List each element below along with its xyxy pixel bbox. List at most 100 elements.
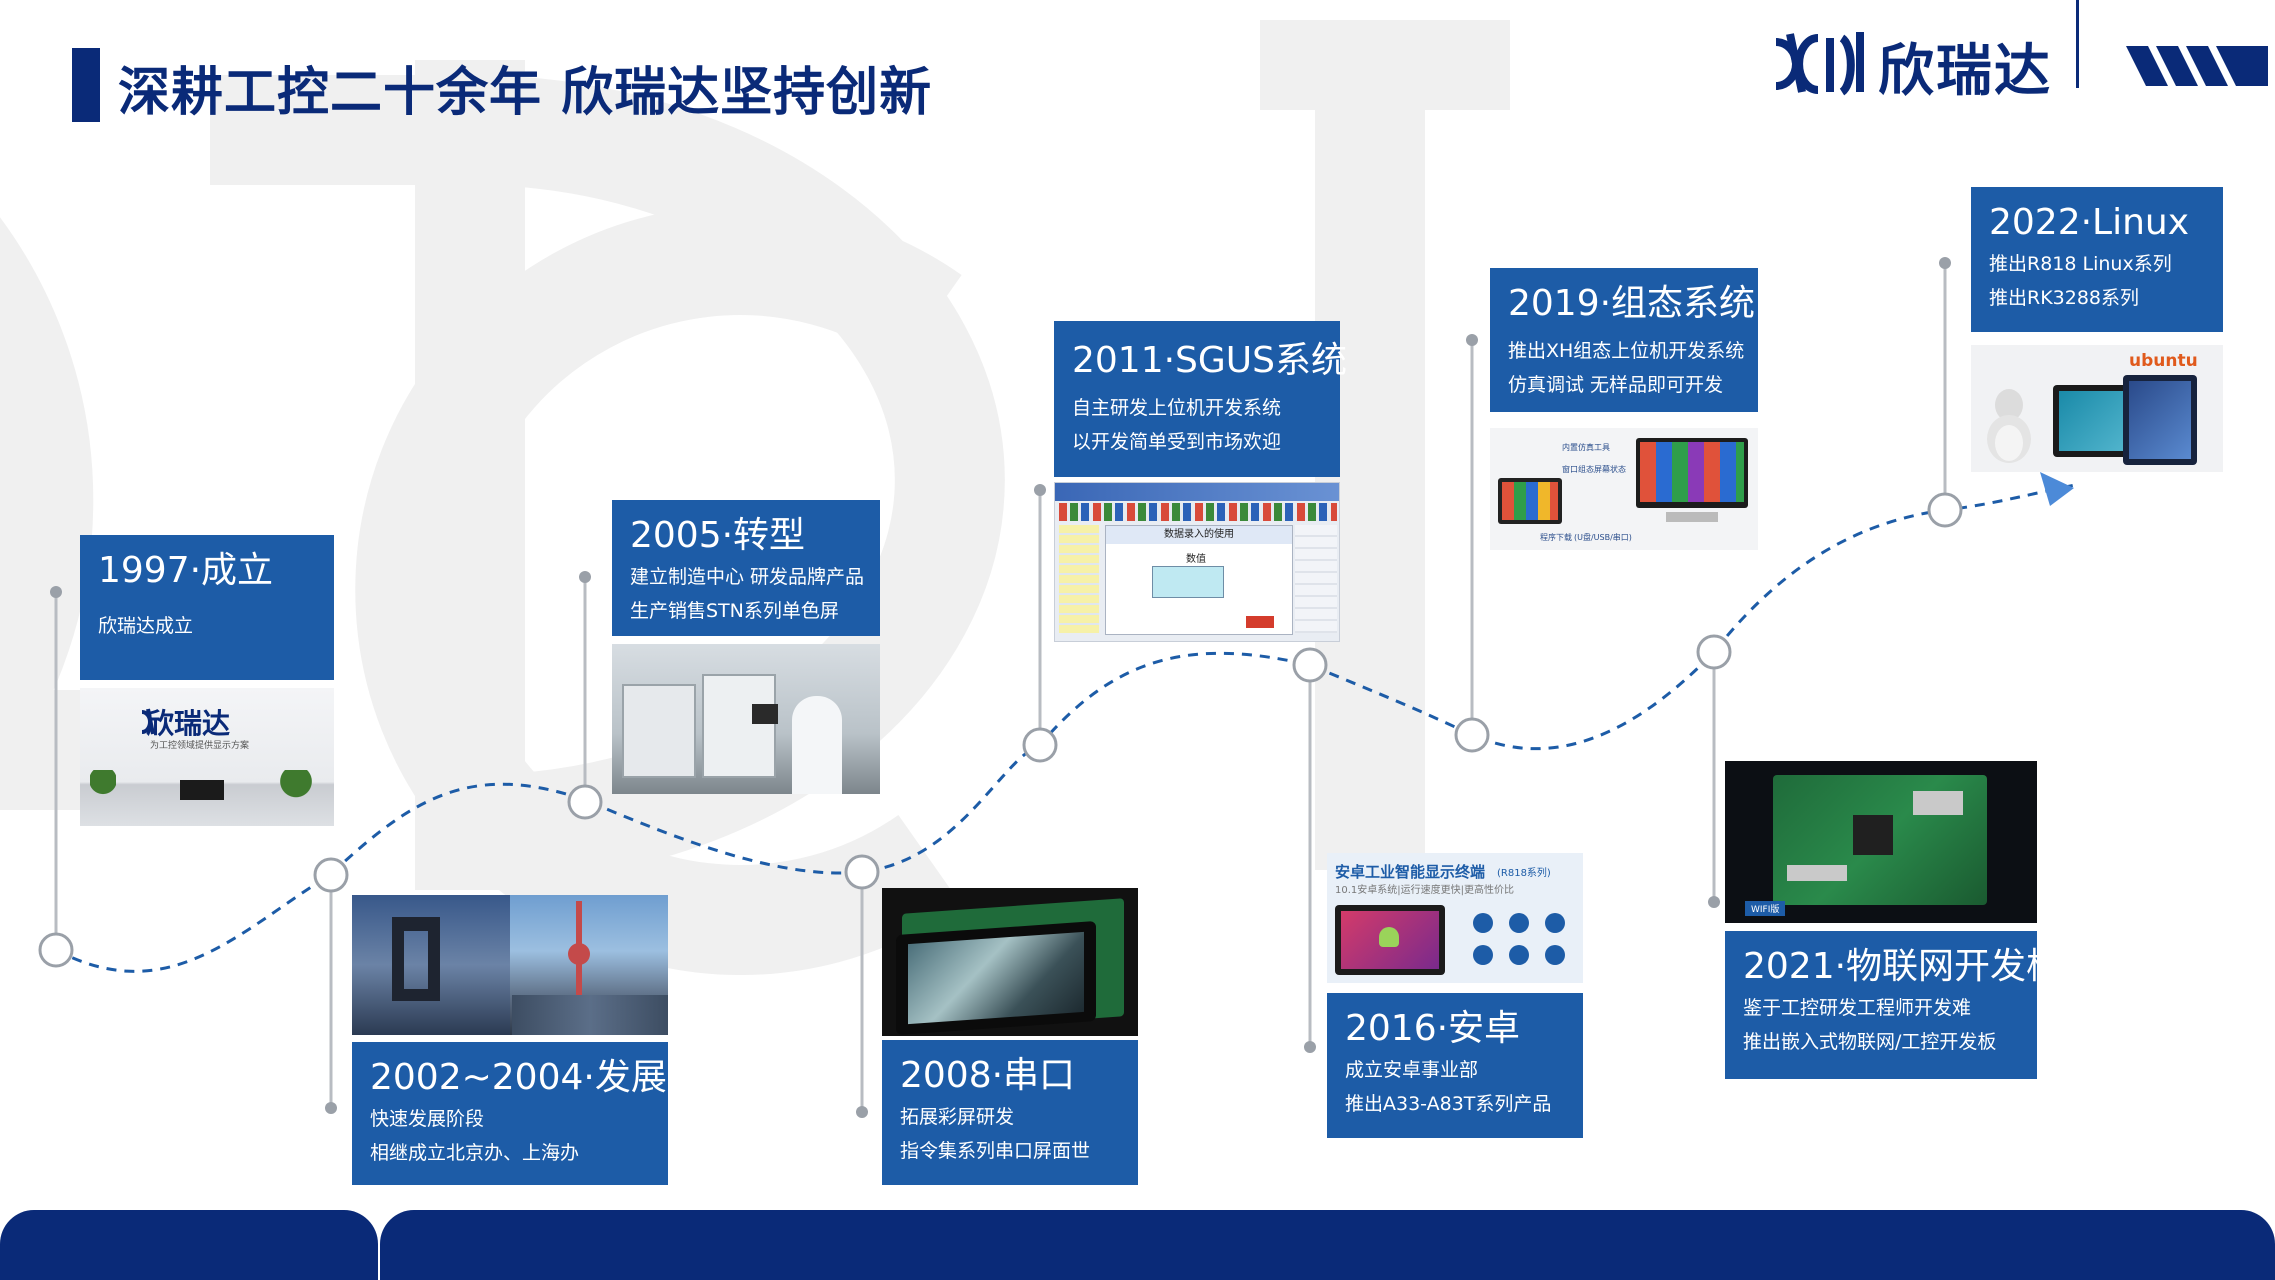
config-label: 内置仿真工具 <box>1562 443 1610 452</box>
office-logo-icon <box>141 708 155 735</box>
config-monitor-screen <box>1640 442 1744 502</box>
tux-penguin-icon <box>1987 389 2031 463</box>
timeline-stem-tip <box>1304 1041 1316 1053</box>
milestone-card-2016: 2016·安卓 成立安卓事业部 推出A33-A83T系列产品 <box>1327 993 1583 1138</box>
milestone-card-2011: 2011·SGUS系统 自主研发上位机开发系统 以开发简单受到市场欢迎 <box>1054 321 1347 477</box>
iot-badge: WIFI版 <box>1745 901 1786 916</box>
photo-serial-screen <box>882 888 1138 1036</box>
timeline-node <box>844 854 880 890</box>
canvas-dialog-title: 数据录入的使用 <box>1106 526 1292 544</box>
stripes-icon <box>2126 46 2268 86</box>
config-monitor <box>1636 438 1748 508</box>
timeline-arrow <box>2040 472 2074 506</box>
android-device <box>1335 905 1445 975</box>
canvas-button <box>1246 616 1274 628</box>
software-titlebar <box>1055 483 1339 501</box>
timeline-node <box>313 857 349 893</box>
milestone-card-1997: 1997·成立 欣瑞达成立 <box>80 535 334 680</box>
photo-linux-devices: ubuntu <box>1971 345 2223 472</box>
software-properties <box>1295 525 1337 633</box>
timeline-stem-tip <box>579 571 591 583</box>
footer-bar-left <box>0 1210 378 1280</box>
timeline-stem-tip <box>325 1102 337 1114</box>
iot-pcb <box>1773 775 1987 905</box>
android-series: (R818系列) <box>1497 868 1551 879</box>
config-label: 窗口组态屏幕状态 <box>1562 465 1626 474</box>
photo-factory <box>612 644 880 794</box>
milestone-year: 2008·串口 <box>900 1055 1076 1096</box>
milestone-year: 2005·转型 <box>630 515 806 556</box>
android-subtitle: 10.1安卓系统|运行速度更快|更高性价比 <box>1335 885 1515 896</box>
ubuntu-label: ubuntu <box>2129 351 2198 371</box>
milestone-card-2021: 2021·物联网开发板 鉴于工控研发工程师开发难 推出嵌入式物联网/工控开发板 <box>1725 931 2062 1079</box>
timeline-node <box>567 784 603 820</box>
timeline-node <box>1927 492 1963 528</box>
timeline-node <box>1022 727 1058 763</box>
software-canvas: 数据录入的使用 数值 <box>1105 525 1293 635</box>
page-title: 深耕工控二十余年 欣瑞达坚持创新 <box>118 63 933 123</box>
milestone-line: 快速发展阶段 <box>370 1108 485 1130</box>
milestone-line: 鉴于工控研发工程师开发难 <box>1743 997 1972 1019</box>
software-sidebar <box>1059 525 1099 633</box>
milestone-card-2002: 2002~2004·发展 快速发展阶段 相继成立北京办、上海办 <box>352 1042 668 1185</box>
brand-logo-icon <box>1775 32 1864 96</box>
milestone-card-2022: 2022·Linux 推出R818 Linux系列 推出RK3288系列 <box>1971 187 2223 332</box>
feature-icons <box>1473 913 1565 965</box>
milestone-line: 生产销售STN系列单色屏 <box>630 600 839 622</box>
timeline-node <box>1696 634 1732 670</box>
timeline-stem-tip <box>856 1106 868 1118</box>
iot-connector <box>1913 791 1963 815</box>
milestone-card-2019: 2019·组态系统 推出XH组态上位机开发系统 仿真调试 无样品即可开发 <box>1490 268 1758 412</box>
milestone-card-2008: 2008·串口 拓展彩屏研发 指令集系列串口屏面世 <box>882 1040 1138 1185</box>
milestone-line: 推出嵌入式物联网/工控开发板 <box>1743 1031 1997 1053</box>
timeline-node <box>1292 647 1328 683</box>
title-accent-bar <box>72 48 100 122</box>
milestone-line: 拓展彩屏研发 <box>900 1106 1015 1128</box>
milestone-year: 2002~2004·发展 <box>370 1057 667 1098</box>
reception-desk <box>180 780 224 800</box>
milestone-line: 推出RK3288系列 <box>1989 287 2140 309</box>
timeline-stem-tip <box>50 586 62 598</box>
iot-header <box>1787 865 1847 881</box>
timeline-stem-tip <box>1708 896 1720 908</box>
photo-iot-board: WIFI版 <box>1725 761 2037 923</box>
config-tablet-screen <box>1502 482 1558 520</box>
factory-monitor <box>752 704 778 724</box>
timeline-stem-tip <box>1939 257 1951 269</box>
config-tablet <box>1498 478 1562 524</box>
screen-display <box>908 931 1084 1025</box>
photo-sgus-software: 数据录入的使用 数值 <box>1054 482 1340 642</box>
timeline-stem-tip <box>1034 484 1046 496</box>
footer-bar-right <box>380 1210 2275 1280</box>
office-caption: 为工控领域提供显示方案 <box>150 741 250 751</box>
milestone-year: 2016·安卓 <box>1345 1008 1521 1049</box>
config-monitor-stand <box>1666 512 1718 522</box>
photo-android-terminal: 安卓工业智能显示终端 (R818系列) 10.1安卓系统|运行速度更快|更高性价… <box>1327 853 1583 983</box>
header-divider <box>2076 0 2079 88</box>
canvas-label: 数值 <box>1186 554 1206 565</box>
plant-right <box>280 770 312 808</box>
milestone-line: 相继成立北京办、上海办 <box>370 1142 580 1164</box>
plant-left <box>90 770 116 804</box>
milestone-year: 2022·Linux <box>1989 202 2190 243</box>
skyline-base <box>512 995 668 1035</box>
config-label: (U盘/USB/串口) <box>1574 533 1632 542</box>
linux-panel-screen <box>2129 381 2191 459</box>
milestone-year: 1997·成立 <box>98 550 274 591</box>
timeline-node <box>38 932 74 968</box>
canvas-input-box <box>1152 566 1224 598</box>
factory-worker <box>792 696 842 794</box>
milestone-line: 建立制造中心 研发品牌产品 <box>630 566 865 588</box>
milestone-line: 推出R818 Linux系列 <box>1989 253 2172 275</box>
milestone-year: 2019·组态系统 <box>1508 283 1756 324</box>
photo-city-skyline <box>352 895 668 1035</box>
timeline-curve <box>55 483 2076 973</box>
office-logo-text: 欣瑞达 <box>146 707 231 740</box>
android-robot-icon <box>1379 927 1399 947</box>
photo-config-system: 内置仿真工具 窗口组态屏幕状态 程序下载 (U盘/USB/串口) <box>1490 428 1758 550</box>
milestone-line: 推出XH组态上位机开发系统 <box>1508 340 1745 362</box>
milestone-line: 推出A33-A83T系列产品 <box>1345 1093 1552 1115</box>
milestone-line: 以开发简单受到市场欢迎 <box>1072 431 1282 453</box>
